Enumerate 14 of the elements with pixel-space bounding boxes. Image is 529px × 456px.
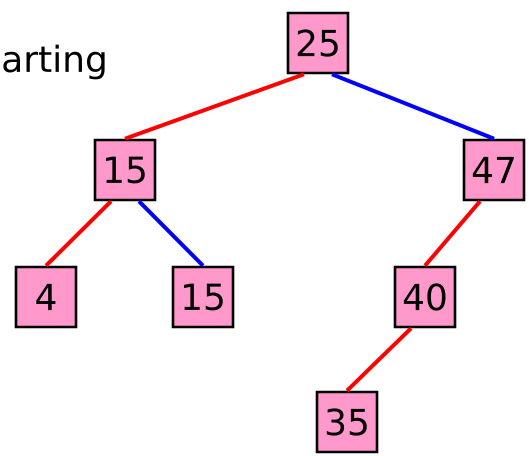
tree-edge: [346, 326, 412, 392]
tree-edge: [331, 72, 495, 141]
tree-node-box: 35: [316, 390, 378, 454]
tree-node-box: 15: [172, 266, 234, 328]
caption-text: arting: [3, 44, 105, 80]
tree-node-box: 47: [462, 138, 526, 202]
tree-edge: [423, 200, 482, 267]
tree-edge: [44, 200, 112, 268]
tree-node-box: 40: [394, 266, 456, 328]
tree-edge: [138, 200, 204, 268]
tree-node-box: 4: [14, 266, 78, 328]
tree-node-box: 15: [94, 138, 156, 202]
tree-node-box: 25: [286, 12, 350, 74]
tree-edge: [124, 72, 305, 141]
